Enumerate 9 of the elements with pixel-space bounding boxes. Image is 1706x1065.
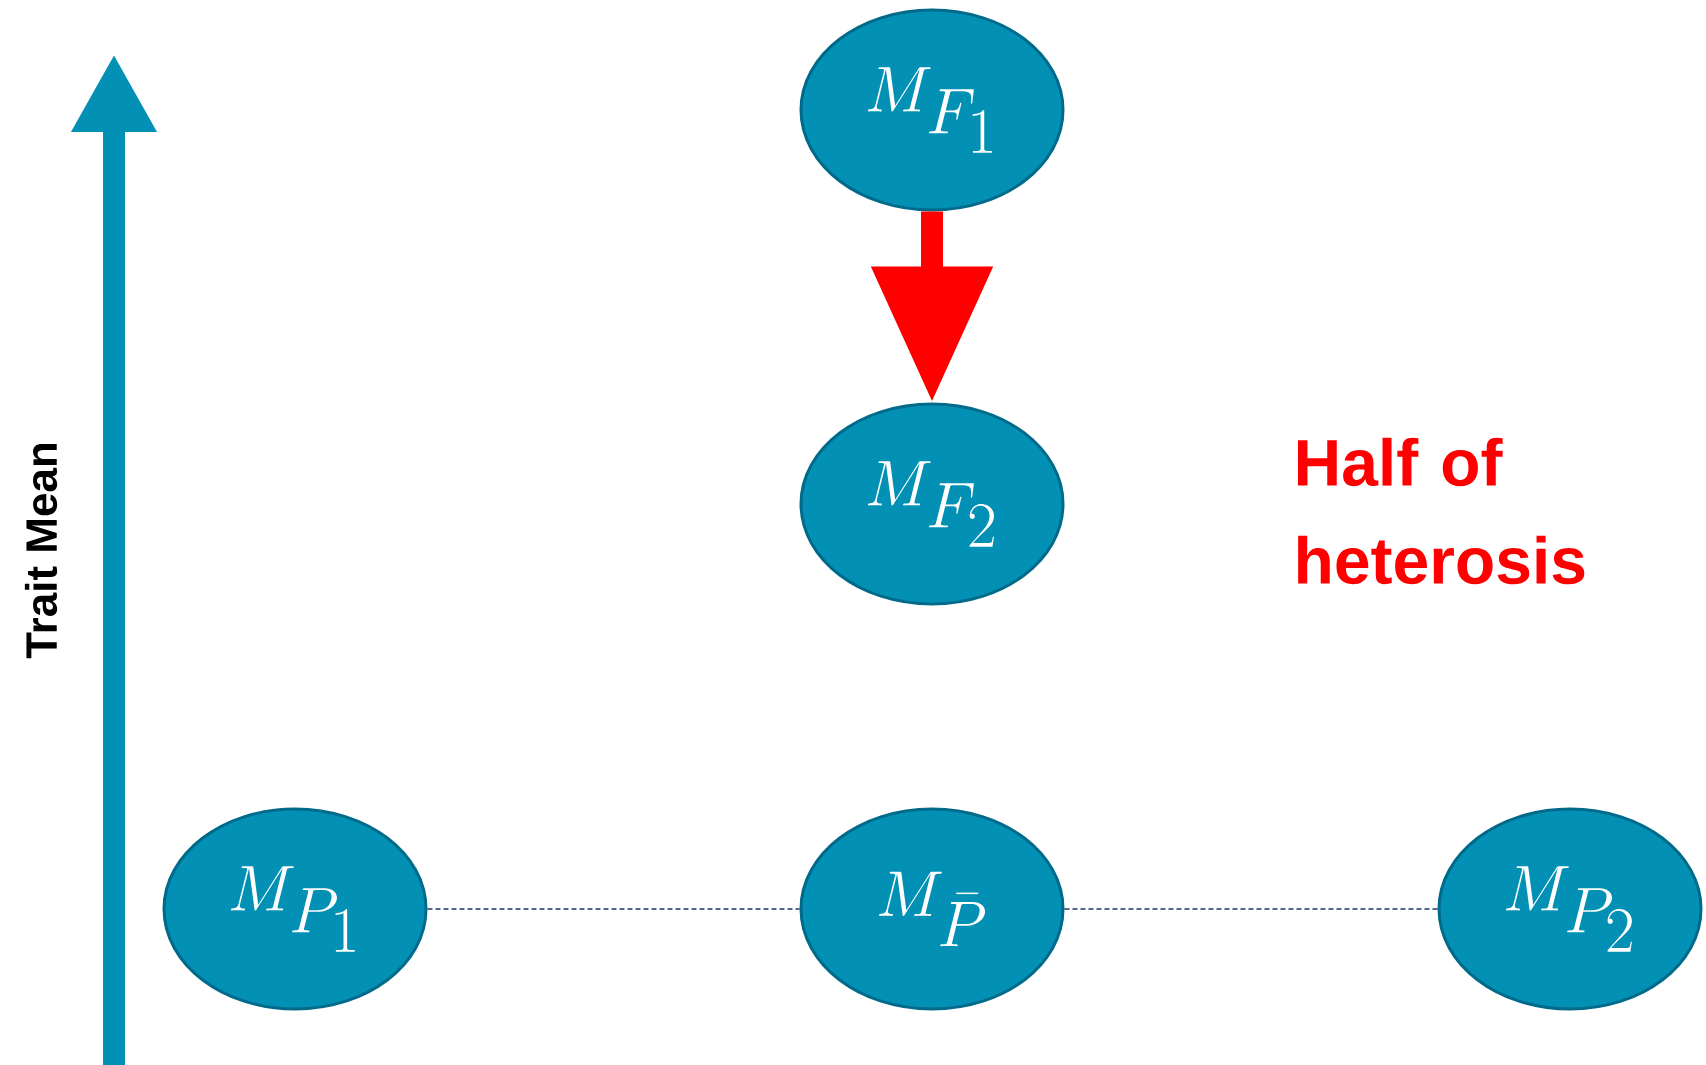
ellipse-node: $M_{F_2}$ xyxy=(799,402,1065,606)
dashed-line xyxy=(426,908,801,910)
ellipse-node: $M_{F_1}$ xyxy=(799,8,1065,212)
ellipse-node: $M_{P_1}$ xyxy=(162,807,428,1011)
annotation-text: Half of heterosis xyxy=(1297,437,1585,585)
axis-label: Trait Mean xyxy=(24,444,58,659)
ellipse-node: $M_{P_2}$ xyxy=(1437,807,1703,1011)
ellipse-node: $M_{\bar{P}}$ xyxy=(799,807,1065,1011)
dashed-line xyxy=(1063,908,1439,910)
